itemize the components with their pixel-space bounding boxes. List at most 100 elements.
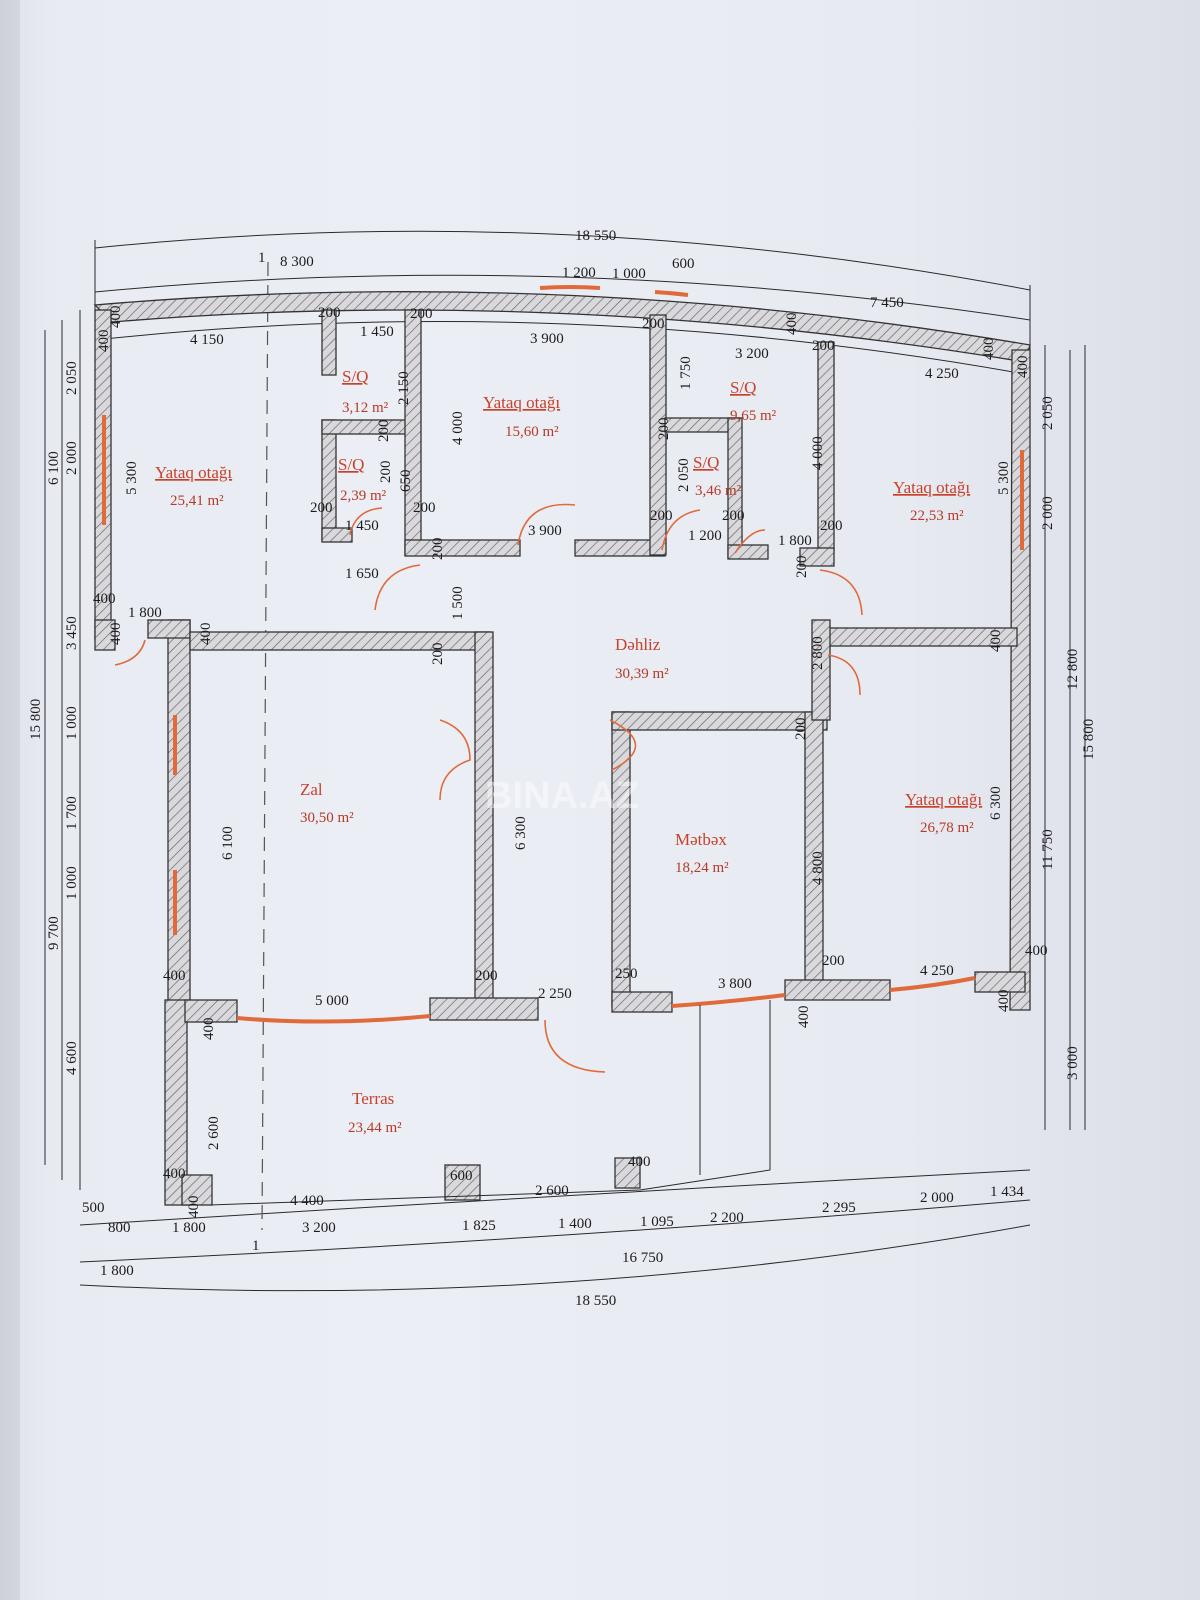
dim-w400-d: 400 xyxy=(981,338,997,361)
windows xyxy=(102,285,1024,1024)
dim-zal-h: 6 100 xyxy=(220,826,236,860)
dim-w400-e: 400 xyxy=(1015,356,1031,379)
room-bed4-name: Yataq otağı xyxy=(905,790,982,809)
dim-su-h4: 2 050 xyxy=(676,458,692,492)
room-su4-name: S/Q xyxy=(693,453,719,472)
room-su3-name: S/Q xyxy=(730,378,756,397)
dim-left-h: 4 600 xyxy=(64,1041,80,1075)
top-dimensions: 18 550 8 300 1 200 1 000 600 7 450 4 150… xyxy=(94,228,1031,382)
dim-left-b: 2 000 xyxy=(64,441,80,475)
dim-hall-h: 1 500 xyxy=(450,586,466,620)
dim-r2-c: 1 200 xyxy=(688,528,722,544)
room-kitchen-area: 18,24 m² xyxy=(675,860,729,876)
room-labels: Yataq otağı 25,41 m² S/Q 3,12 m² S/Q 2,3… xyxy=(155,367,982,1136)
dim-r1-d: 3 200 xyxy=(735,346,769,362)
dim-right-e: 3 000 xyxy=(1065,1046,1081,1080)
dim-bed3-h: 4 000 xyxy=(810,436,826,470)
dim-left-f: 1 700 xyxy=(64,796,80,830)
dim-r2-e: 1 650 xyxy=(345,566,379,582)
dim-r3-c: 3 800 xyxy=(718,976,752,992)
dim-kit-h: 4 800 xyxy=(810,851,826,885)
dim-w400-p: 400 xyxy=(186,1196,202,1219)
dim-w400-f: 400 xyxy=(93,591,116,607)
dim-r4-a: 4 400 xyxy=(290,1193,324,1209)
room-bed3-area: 22,53 m² xyxy=(910,508,964,524)
dim-w400-b: 400 xyxy=(96,330,112,353)
dim-w400-m: 400 xyxy=(996,990,1012,1013)
dim-r1-c: 3 900 xyxy=(530,331,564,347)
dim-bot2-a: 1 800 xyxy=(100,1263,134,1279)
room-bed1-area: 25,41 m² xyxy=(170,493,224,509)
dim-right-b: 2 000 xyxy=(1040,496,1056,530)
dim-w400-n: 400 xyxy=(201,1018,217,1041)
dim-w200-o: 200 xyxy=(430,643,446,666)
room-su2-name: S/Q xyxy=(338,455,364,474)
dim-r4-b: 600 xyxy=(450,1168,473,1184)
doors xyxy=(114,503,863,1073)
room-hall-area: 30,39 m² xyxy=(615,666,669,682)
dim-r3-d: 4 250 xyxy=(920,963,954,979)
dim-bot1-j: 2 000 xyxy=(920,1190,954,1206)
dim-w200-f: 200 xyxy=(378,461,394,484)
dim-r3-b: 2 250 xyxy=(538,986,572,1002)
dim-bot1-f: 1 400 xyxy=(558,1216,592,1232)
dim-bed2-h: 4 000 xyxy=(450,411,466,445)
watermark: BINA.AZ xyxy=(485,775,639,817)
walls xyxy=(93,291,1031,1206)
dim-w200-r: 200 xyxy=(822,953,845,969)
dim-top-600: 600 xyxy=(672,256,695,272)
dim-left-a: 2 050 xyxy=(64,361,80,395)
dim-w200-q: 200 xyxy=(475,968,498,984)
dim-r3-a: 5 000 xyxy=(315,993,349,1009)
room-su2-area: 2,39 m² xyxy=(340,488,387,504)
dim-w400-k: 400 xyxy=(1025,943,1048,959)
dim-top-total: 18 550 xyxy=(575,228,616,244)
left-dimensions: 15 800 9 700 6 100 2 050 2 000 3 450 1 0… xyxy=(28,310,81,1190)
section-mark-bottom: 1 xyxy=(252,1238,260,1254)
dim-r1-e: 4 250 xyxy=(925,366,959,382)
right-dimensions: 2 050 2 000 11 750 12 800 3 000 15 800 xyxy=(1040,345,1097,1130)
dim-w400-j: 400 xyxy=(163,968,186,984)
dim-bot1-b: 800 xyxy=(108,1220,131,1236)
dim-su-h1: 2 150 xyxy=(396,371,412,405)
room-terrace-name: Terras xyxy=(352,1089,394,1108)
dim-corr-h: 6 300 xyxy=(513,816,529,850)
dim-su-h3: 1 750 xyxy=(678,356,694,390)
dim-hall-h2: 2 800 xyxy=(810,636,826,670)
dim-bed4-h: 6 300 xyxy=(988,786,1004,820)
dim-right-a: 2 050 xyxy=(1040,396,1056,430)
bottom-dimensions: 500 800 1 800 3 200 1 825 1 400 1 095 2 … xyxy=(79,1169,1031,1309)
dim-right-f: 15 800 xyxy=(1081,719,1097,760)
room-bed2-area: 15,60 m² xyxy=(505,424,559,440)
dim-top-mid2: 1 000 xyxy=(612,266,646,282)
dim-hall-w: 1 800 xyxy=(128,605,162,621)
dim-w200-i: 200 xyxy=(413,500,436,516)
dim-w200-a: 200 xyxy=(318,305,341,321)
dim-w200-l: 200 xyxy=(722,508,745,524)
room-kitchen-name: Mətbəx xyxy=(675,830,727,849)
dim-r4-d: 400 xyxy=(628,1154,651,1170)
dim-w200-b: 200 xyxy=(410,306,433,322)
dim-w400-c: 400 xyxy=(784,313,800,336)
dim-bot1-a: 500 xyxy=(82,1200,105,1216)
dim-r3-250: 250 xyxy=(615,966,638,982)
terrace-outline xyxy=(209,1000,771,1206)
dim-top-right: 7 450 xyxy=(870,295,904,311)
dim-right-c: 12 800 xyxy=(1065,649,1081,690)
dim-w200-d: 200 xyxy=(812,338,835,354)
dim-top-mid1: 1 200 xyxy=(562,265,596,281)
dim-w200-n: 200 xyxy=(794,556,810,579)
room-bed1-name: Yataq otağı xyxy=(155,463,232,482)
room-zal-area: 30,50 m² xyxy=(300,810,354,826)
dim-w200-c: 200 xyxy=(642,316,665,332)
dim-right-d: 11 750 xyxy=(1040,829,1056,870)
dim-w400-o: 400 xyxy=(163,1166,186,1182)
dim-left-i: 9 700 xyxy=(46,916,62,950)
dim-left-d: 3 450 xyxy=(64,616,80,650)
dim-top-left: 8 300 xyxy=(280,254,314,270)
dim-w400-l: 400 xyxy=(796,1006,812,1029)
dim-w200-m: 200 xyxy=(820,518,843,534)
dim-left-e: 1 000 xyxy=(64,706,80,740)
dim-w200-e: 200 xyxy=(376,420,392,443)
